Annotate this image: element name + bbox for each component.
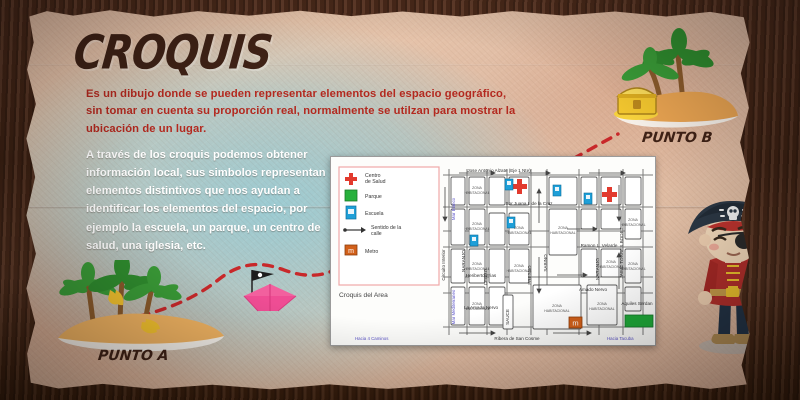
street-label-horizontal: Aquiles Serdan [621,301,653,306]
svg-text:HABITACIONAL: HABITACIONAL [598,265,623,269]
destination-label: Hacia Tacuba [607,336,634,341]
street-label-horizontal: Ramon L. Velarde [581,243,618,248]
legend-labels: Centro de Salud Parque Escuela Sentido d… [365,173,401,255]
svg-text:HABITACIONAL: HABITACIONAL [506,231,531,235]
svg-text:Parque: Parque [365,194,382,200]
svg-text:ZONA: ZONA [472,262,482,266]
svg-text:HABITACIONAL: HABITACIONAL [464,267,489,271]
school-marker [552,184,562,197]
legend-school-icon [345,205,357,220]
svg-text:SABINO: SABINO [543,254,548,272]
svg-text:calle: calle [371,231,382,237]
street-labels: Jose Antonio Alzate (Eje 1 Nte) Sor Juan… [464,168,653,341]
street-labels-vertical: Circuito Interior NARANJO CEDRO FRESNO S… [441,227,624,325]
park-area [624,314,654,328]
street-label-horizontal: Ribera de San Cosme [494,336,540,341]
school-marker [506,216,516,229]
svg-text:ZONA: ZONA [628,262,638,266]
svg-text:HABITACIONAL: HABITACIONAL [620,267,645,271]
map-drawing: m Centro de Salud Parque Escuela Sentido… [331,157,655,345]
svg-text:Metro: Metro [365,249,378,255]
legend-park-icon [344,189,358,202]
svg-text:ZONA: ZONA [514,226,524,230]
svg-text:ZONA: ZONA [472,186,482,190]
page-title: CROQUIS [71,25,275,81]
svg-text:Mar Blanco: Mar Blanco [451,197,456,220]
treasure-chest-icon [614,87,658,120]
street-label-horizontal: La Amada Nervo [464,305,499,310]
paper-boat-illustration [243,270,297,312]
destination-label: Hacia 4 Caminos [355,336,389,341]
svg-text:HABITACIONAL: HABITACIONAL [544,309,569,313]
school-marker [504,178,514,191]
svg-text:Centro: Centro [365,173,381,179]
svg-text:ZONA: ZONA [558,226,568,230]
svg-text:m: m [348,248,354,255]
metro-marker: m [568,316,583,329]
svg-text:HABITACIONAL: HABITACIONAL [464,307,489,311]
direction-arrows [442,170,626,336]
svg-text:NARANJO: NARANJO [461,250,466,272]
svg-text:ZONA: ZONA [472,302,482,306]
map-legend-box [338,166,440,286]
svg-text:ZONA: ZONA [552,304,562,308]
street-label-horizontal: Heriberto Frias [466,273,497,278]
legend-street-direction-icon [343,227,366,233]
svg-text:ZONA: ZONA [606,260,616,264]
map-caption: Croquis del Area [339,292,388,299]
svg-text:Circuito Interior: Circuito Interior [441,249,446,281]
svg-text:ZONA: ZONA [597,302,607,306]
svg-text:SAUCE: SAUCE [505,309,510,325]
health-center-marker [512,179,527,194]
point-a-label: PUNTO A [97,348,170,364]
svg-text:ZONA: ZONA [514,264,524,268]
svg-text:HABITACIONAL: HABITACIONAL [550,231,575,235]
highlighted-street-labels: Mar Blanco Mar Mediterraneo Hacia 4 Cami… [355,197,634,341]
svg-text:NARANJO: NARANJO [595,258,600,280]
svg-text:HABITACIONAL: HABITACIONAL [620,223,645,227]
svg-text:HABITACIONAL: HABITACIONAL [464,191,489,195]
svg-text:Sentido de la: Sentido de la [371,225,401,231]
school-marker [469,234,479,247]
banana-cluster-icon [108,290,124,306]
svg-text:m: m [572,319,578,328]
island-a-illustration [58,260,224,352]
svg-text:de Salud: de Salud [365,179,386,185]
svg-text:Escuela: Escuela [365,211,384,217]
island-b-illustration [614,28,738,128]
body-paragraph: A través de los croquis podemos obtener … [86,149,326,252]
school-marker [583,192,593,205]
city-blocks [450,176,642,330]
street-label-horizontal: Sor Juana I. de la Cruz [506,201,554,206]
legend-metro-icon: m [344,244,358,256]
health-center-marker [602,187,617,202]
svg-text:Mar Mediterraneo: Mar Mediterraneo [451,289,456,324]
svg-text:JAIME TORRES BODET: JAIME TORRES BODET [619,227,624,278]
svg-text:ZONA: ZONA [628,218,638,222]
pirate-character-illustration [688,200,750,354]
legend-health-center-icon [345,173,357,185]
street-label-horizontal: Jose Antonio Alzate (Eje 1 Nte) [467,168,531,173]
street-label-horizontal: Amado Nervo [579,287,608,292]
svg-text:HABITACIONAL: HABITACIONAL [589,307,614,311]
intro-paragraph: Es un dibujo donde se pueden representar… [86,88,516,135]
svg-text:FRESNO: FRESNO [527,265,532,285]
point-b-label: PUNTO B [641,130,714,146]
svg-text:ZONA: ZONA [472,222,482,226]
croquis-map-panel[interactable]: m Centro de Salud Parque Escuela Sentido… [330,156,656,346]
svg-text:HABITACIONAL: HABITACIONAL [506,269,531,273]
parchment-sheet: CROQUIS Es un dibujo donde se pueden rep… [26,10,750,390]
svg-text:HABITACIONAL: HABITACIONAL [464,227,489,231]
svg-text:CEDRO: CEDRO [483,268,488,285]
